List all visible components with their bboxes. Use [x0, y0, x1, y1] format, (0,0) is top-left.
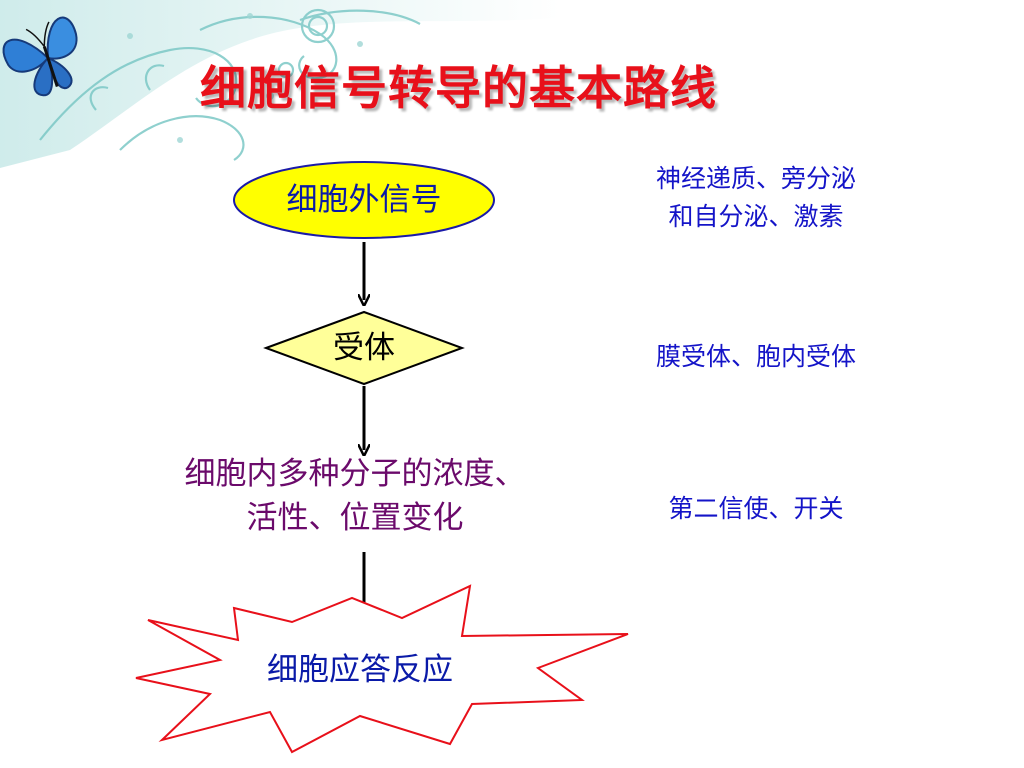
- decorative-swirl-corner: [0, 0, 560, 168]
- butterfly-icon: [2, 16, 78, 97]
- node-intracellular-line-2: 活性、位置变化: [246, 500, 464, 536]
- note-signal-types: 神经递质、旁分泌 和自分泌、激素: [596, 160, 916, 236]
- note-signal-types-line-1: 神经递质、旁分泌: [655, 164, 856, 193]
- note-receptor-types: 膜受体、胞内受体: [655, 342, 856, 371]
- note-second-messengers: 第二信使、开关: [668, 494, 844, 523]
- node-intracellular-line-1: 细胞内多种分子的浓度、: [184, 456, 526, 492]
- node-extracellular-signal: 细胞外信号: [286, 182, 442, 218]
- node-cell-response: 细胞应答反应: [267, 652, 453, 688]
- cell-response-burst: [135, 584, 629, 754]
- node-intracellular-changes: 细胞内多种分子的浓度、 活性、位置变化: [120, 452, 590, 540]
- slide-title: 细胞信号转导的基本路线: [200, 61, 717, 115]
- receptor-diamond: [263, 310, 465, 386]
- note-signal-types-line-2: 和自分泌、激素: [668, 202, 844, 231]
- node-receptor: 受体: [333, 330, 395, 366]
- extracellular-signal-ellipse: [233, 161, 495, 239]
